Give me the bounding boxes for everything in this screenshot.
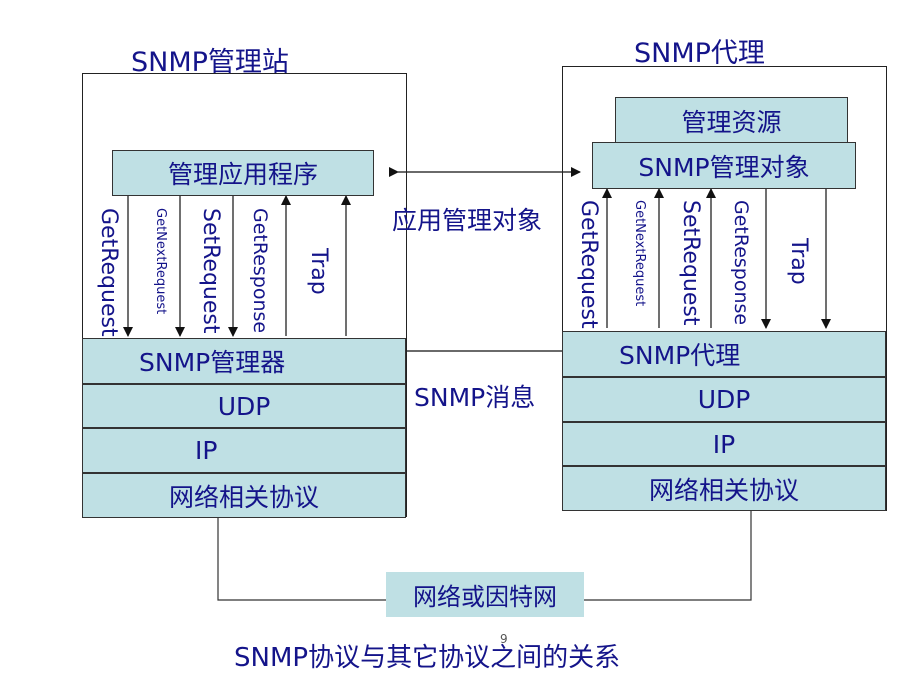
left-layer-ip: IP: [82, 428, 406, 473]
left-op-trap: Trap: [306, 248, 331, 295]
right-object-box: SNMP管理对象: [592, 142, 856, 189]
network-link-right: [584, 509, 752, 601]
right-layer-udp: UDP: [562, 377, 886, 422]
left-op-getrequest: GetRequest: [96, 208, 121, 337]
left-layer-network-protocols: 网络相关协议: [82, 473, 406, 518]
left-title: SNMP管理站: [131, 47, 289, 78]
upper-middle-label: 应用管理对象: [392, 206, 543, 235]
lower-middle-label: SNMP消息: [414, 383, 536, 412]
left-layer-snmp-manager: SNMP管理器: [82, 338, 406, 384]
left-app-box: 管理应用程序: [112, 150, 374, 196]
right-resource-box: 管理资源: [615, 97, 848, 144]
network-link: [217, 517, 386, 601]
page-number: 9: [500, 632, 508, 646]
right-op-trap: Trap: [786, 238, 811, 285]
right-layer-ip: IP: [562, 422, 886, 466]
right-layer-network-protocols: 网络相关协议: [562, 466, 886, 511]
caption: SNMP协议与其它协议之间的关系: [234, 643, 621, 673]
right-op-getrequest: GetRequest: [576, 200, 601, 329]
left-layer-udp: UDP: [82, 384, 406, 428]
network-box: 网络或因特网: [386, 572, 584, 617]
right-layer-snmp-agent: SNMP代理: [562, 331, 886, 377]
right-title: SNMP代理: [634, 38, 765, 69]
left-op-getnextrequest: GetNextRequest: [153, 208, 168, 315]
right-op-setrequest: SetRequest: [678, 200, 703, 326]
right-op-getnextrequest: GetNextRequest: [632, 200, 647, 307]
right-op-getresponse: GetResponse: [730, 200, 752, 326]
left-op-getresponse: GetResponse: [249, 208, 271, 334]
left-op-setrequest: SetRequest: [198, 208, 223, 334]
